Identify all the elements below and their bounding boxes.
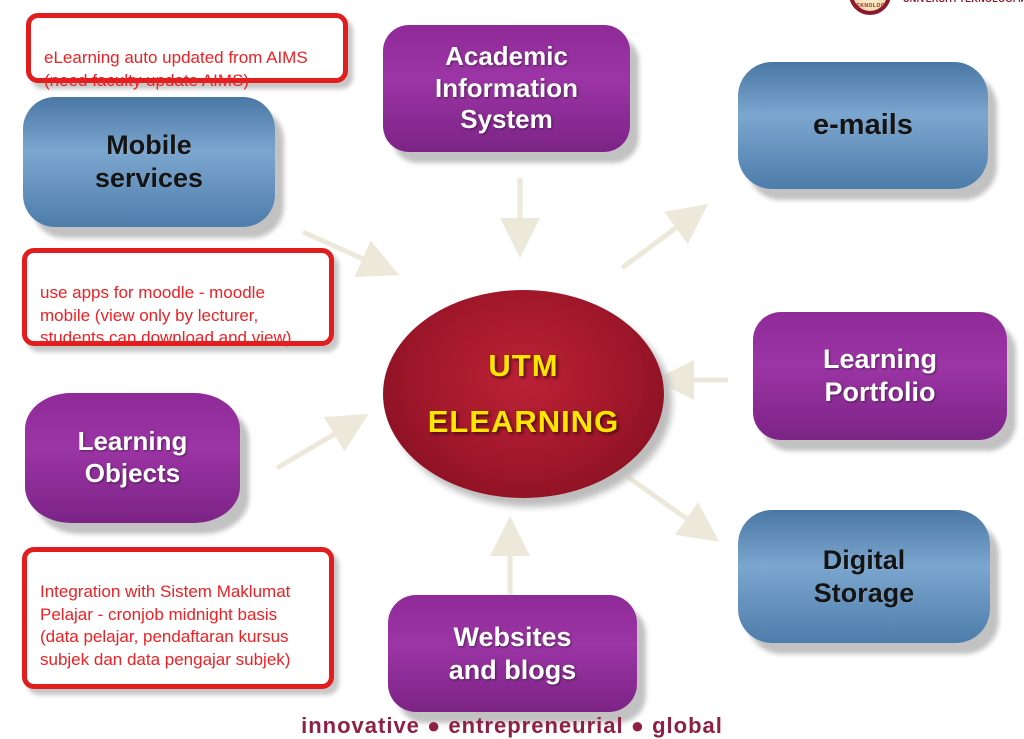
node-mobile-services: Mobile services <box>23 97 275 227</box>
node-digital-storage: Digital Storage <box>738 510 990 643</box>
node-academic-information-system-label: Academic Information System <box>435 40 578 135</box>
center-node-utm-elearning: UTM ELEARNING <box>383 290 664 498</box>
callout-integration-note: Integration with Sistem Maklumat Pelajar… <box>22 547 334 689</box>
center-title-line1: UTM <box>488 348 559 383</box>
node-mobile-services-label: Mobile services <box>94 130 204 193</box>
arrow-center-to-emails <box>620 204 709 271</box>
callout-integration-note-text: Integration with Sistem Maklumat Pelajar… <box>40 582 291 669</box>
center-title-line2: ELEARNING <box>427 404 620 439</box>
node-academic-information-system: Academic Information System <box>383 25 630 152</box>
node-e-mails-label: e-mails <box>813 108 913 141</box>
node-digital-storage-label: Digital Storage <box>813 544 915 608</box>
arrow-center-to-storage <box>626 474 720 542</box>
footer-tagline: innovative ● entrepreneurial ● global <box>301 713 723 738</box>
node-learning-objects-label: Learning Objects <box>77 426 188 488</box>
node-e-mails: e-mails <box>738 62 988 189</box>
node-learning-portfolio-label: Learning Portfolio <box>822 344 937 407</box>
node-learning-objects: Learning Objects <box>25 393 240 523</box>
university-name: UNIVERSITI TEKNOLOGI MALAYSIA <box>903 0 1024 4</box>
node-learning-portfolio: Learning Portfolio <box>753 312 1007 440</box>
utm-logo-ring-text: TEKNOLOGI <box>852 3 888 9</box>
node-websites-and-blogs-label: Websites and blogs <box>448 621 577 685</box>
utm-logo-icon: TEKNOLOGI <box>849 0 891 15</box>
arrow-objects-to-center <box>275 413 369 471</box>
node-websites-and-blogs: Websites and blogs <box>388 595 637 712</box>
callout-moodle-mobile-note: use apps for moodle - moodle mobile (vie… <box>22 248 334 348</box>
callout-moodle-mobile-note-text: use apps for moodle - moodle mobile (vie… <box>40 283 292 348</box>
callout-aims-note-text: eLearning auto updated from AIMS (need f… <box>44 48 308 90</box>
callout-aims-note: eLearning auto updated from AIMS (need f… <box>26 13 348 90</box>
